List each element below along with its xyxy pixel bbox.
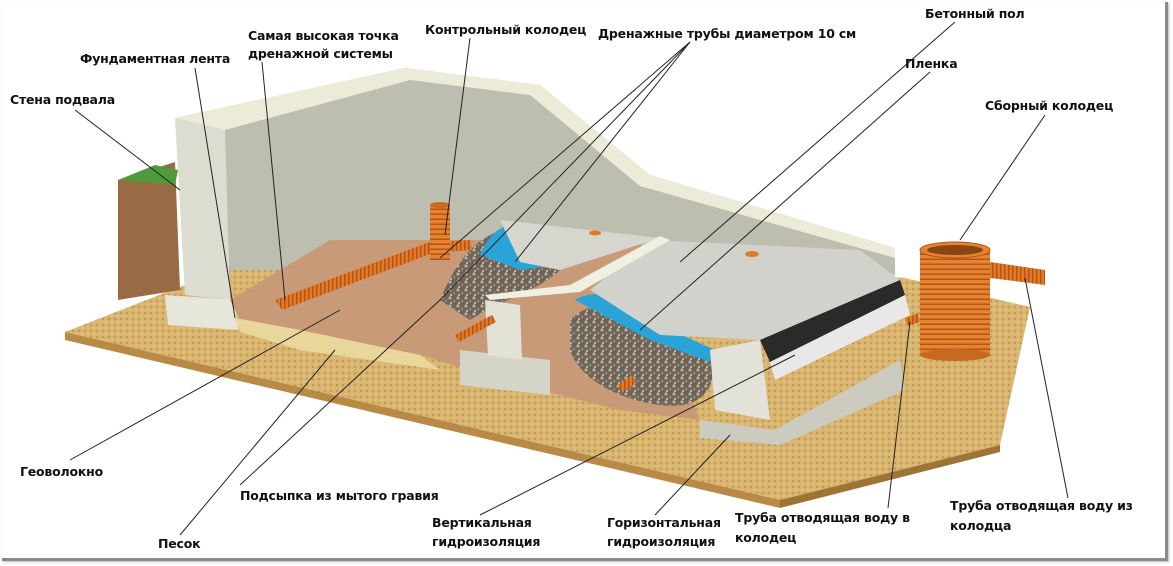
label-film: Пленка [905,56,958,71]
label-pipe-out-of-well-1: Труба отводящая воду из [950,498,1133,513]
label-geotextile: Геоволокно [20,464,103,479]
label-foundation-strip: Фундаментная лента [80,51,231,66]
label-horizontal-waterproofing-2: гидроизоляция [607,534,716,549]
concrete-floor [500,220,910,445]
label-highest-point-2: дренажной системы [248,46,393,61]
label-vertical-waterproofing-1: Вертикальная [432,515,532,530]
label-vertical-waterproofing-2: гидроизоляция [432,534,541,549]
inner-foundation [460,236,670,395]
basement-wall [165,68,895,330]
label-pipe-into-well-2: колодец [735,530,797,545]
label-collection-well: Сборный колодец [985,98,1114,113]
label-basement-wall: Стена подвала [10,92,115,107]
label-highest-point-1: Самая высокая точка [248,28,399,43]
drain-pipes [275,202,920,393]
collection-well [919,241,1045,361]
leader-lines [69,21,1069,536]
label-sand: Песок [158,536,201,551]
label-pipe-into-well-1: Труба отводящая воду в [735,510,910,525]
label-drain-pipes: Дренажные трубы диаметром 10 см [598,26,857,41]
label-pipe-out-of-well-2: колодца [950,518,1012,533]
label-washed-gravel: Подсыпка из мытого гравия [240,488,439,503]
soil-block [118,162,180,300]
label-horizontal-waterproofing-1: Горизонтальная [607,515,721,530]
label-inspection-well: Контрольный колодец [425,22,587,37]
label-concrete-floor: Бетонный пол [925,6,1025,21]
